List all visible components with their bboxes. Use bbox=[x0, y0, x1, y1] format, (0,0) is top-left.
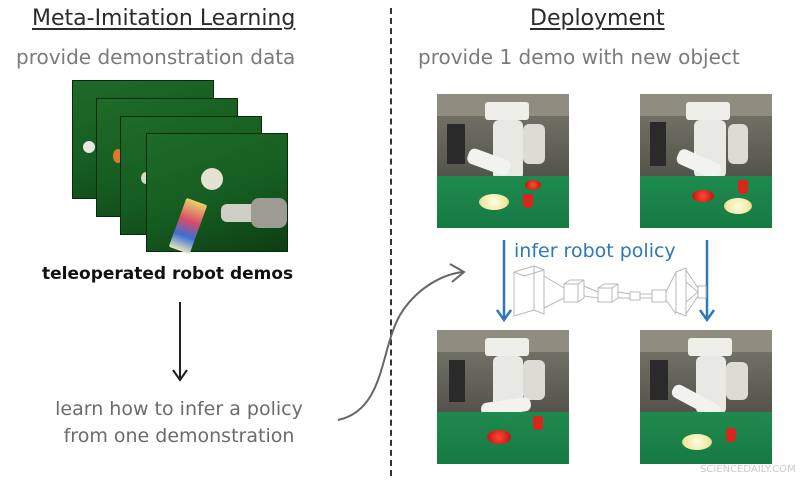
bowl bbox=[525, 180, 541, 190]
infer-policy-description: learn how to infer a policy from one dem… bbox=[14, 396, 344, 450]
blue-down-arrow-left-icon bbox=[495, 240, 513, 323]
bowl bbox=[487, 430, 511, 444]
cup bbox=[533, 416, 543, 430]
blue-down-arrow-right-icon bbox=[698, 240, 716, 323]
cup bbox=[726, 428, 736, 442]
plate bbox=[724, 198, 752, 214]
cup bbox=[523, 194, 533, 208]
plate bbox=[682, 434, 712, 450]
panel-divider bbox=[390, 8, 392, 476]
meta-imitation-heading: Meta-Imitation Learning bbox=[32, 6, 296, 31]
plate bbox=[479, 194, 509, 210]
cup bbox=[738, 180, 748, 194]
robot-photo-top-left bbox=[437, 94, 569, 228]
description-line-1: learn how to infer a policy bbox=[55, 398, 303, 420]
description-line-2: from one demonstration bbox=[63, 425, 295, 447]
down-arrow-icon bbox=[172, 302, 188, 382]
right-subheading: provide 1 demo with new object bbox=[418, 45, 740, 69]
watermark-text: SCIENCEDAILY.COM bbox=[700, 464, 796, 475]
robot-photo-top-right bbox=[640, 94, 772, 228]
teleoperated-demos-label: teleoperated robot demos bbox=[42, 264, 294, 284]
robot-photo-bottom-left bbox=[437, 330, 569, 464]
robot-photo-bottom-right bbox=[640, 330, 772, 464]
neural-network-diagram bbox=[513, 265, 707, 317]
demo-frame-4 bbox=[146, 133, 288, 255]
deployment-heading: Deployment bbox=[530, 6, 665, 31]
bowl bbox=[692, 190, 714, 202]
infer-robot-policy-label: infer robot policy bbox=[514, 240, 676, 262]
left-subheading: provide demonstration data bbox=[16, 45, 296, 69]
curved-arrow-icon bbox=[337, 263, 466, 421]
